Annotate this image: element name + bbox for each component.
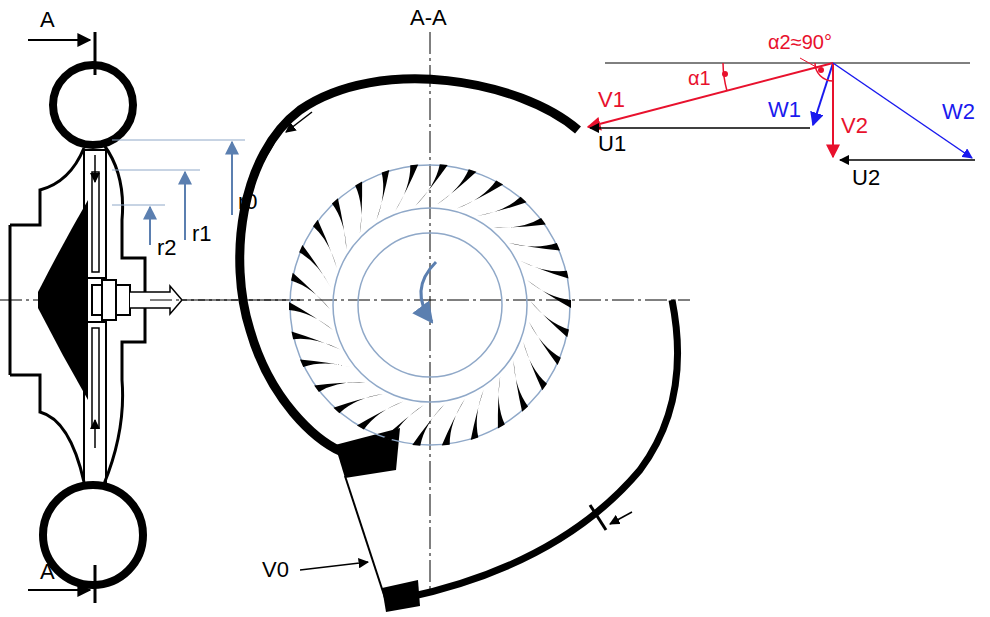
radius-label: r0 <box>238 190 258 214</box>
section-title: A-A <box>410 6 447 30</box>
angle-label: α2≈90° <box>768 30 832 54</box>
velocity-label: W1 <box>768 98 801 122</box>
velocity-label: U1 <box>598 132 626 156</box>
radius-label: r1 <box>192 222 212 246</box>
section-mark: A <box>40 560 55 584</box>
radius-label: r2 <box>157 236 177 260</box>
velocity-label: V2 <box>841 114 868 138</box>
velocity-label: V1 <box>598 88 625 112</box>
angle-label: α1 <box>688 66 711 90</box>
section-mark: A <box>40 8 55 32</box>
velocity-label: V0 <box>262 558 289 582</box>
velocity-label: W2 <box>942 100 975 124</box>
velocity-label: U2 <box>852 166 880 190</box>
